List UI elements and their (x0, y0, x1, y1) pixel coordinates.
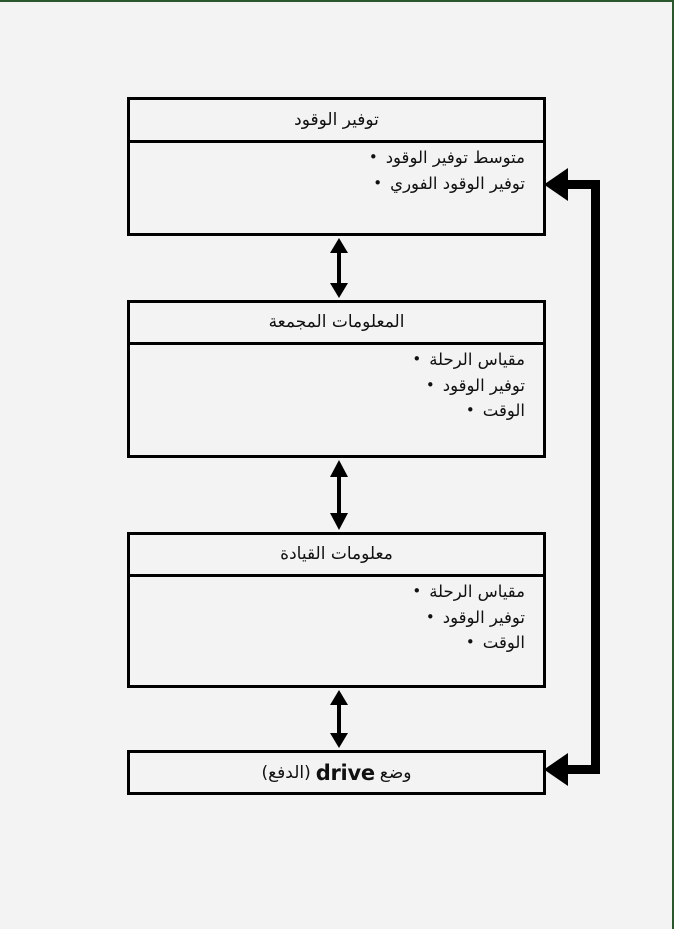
bullet-icon: • (425, 375, 435, 394)
connector-double-arrow-collected-driving (328, 460, 350, 530)
list-item-label: مقياس الرحلة (429, 350, 525, 369)
list-item-label: الوقت (482, 633, 525, 652)
list-item: الوقت • (140, 633, 525, 652)
node-collected-info-header: المعلومات المجمعة (130, 303, 543, 345)
node-fuel-saving-body: متوسط توفير الوقود• توفير الوقود الفوري• (130, 143, 543, 236)
node-driving-info-body: مقياس الرحلة • توفير الوقود • الوقت • (130, 577, 543, 688)
list-item: توفير الوقود الفوري • (140, 173, 525, 193)
list-item: توفير الوقود • (140, 375, 525, 395)
drive-mode-suffix: (الدفع) (261, 762, 311, 783)
fuel-saving-item-list: متوسط توفير الوقود• توفير الوقود الفوري• (140, 148, 525, 193)
node-driving-info: معلومات القيادة مقياس الرحلة • توفير الوق… (127, 532, 546, 688)
connector-double-arrow-driving-drivemode (328, 690, 350, 748)
list-item-label: توفير الوقود (442, 607, 525, 627)
list-item: توفير الوقود • (140, 607, 525, 627)
list-item-label: توفير الوقود (442, 375, 525, 395)
bullet-icon: • (465, 633, 475, 651)
bullet-icon: • (373, 173, 383, 192)
list-item-label: مقياس الرحلة (429, 582, 525, 601)
bullet-icon: • (412, 582, 422, 600)
node-driving-info-header: معلومات القيادة (130, 535, 543, 577)
list-item: متوسط توفير الوقود • (140, 148, 525, 167)
bullet-icon: • (368, 148, 378, 166)
list-item: مقياس الرحلة • (140, 582, 525, 601)
node-fuel-saving: توفير الوقود متوسط توفير الوقود• توفير ا… (127, 97, 546, 236)
list-item-label: الوقت (482, 401, 525, 420)
bullet-icon: • (425, 607, 435, 626)
drive-mode-latin-word: drive (315, 760, 375, 785)
list-item: مقياس الرحلة • (140, 350, 525, 369)
list-item-label: توفير الوقود الفوري (390, 173, 525, 193)
bullet-icon: • (465, 401, 475, 419)
collected-info-item-list: مقياس الرحلة • توفير الوقود • الوقت • (140, 350, 525, 420)
node-fuel-saving-header: توفير الوقود (130, 100, 543, 143)
driving-info-item-list: مقياس الرحلة • توفير الوقود • الوقت • (140, 582, 525, 652)
node-collected-info: المعلومات المجمعة مقياس الرحلة • توفير ال… (127, 300, 546, 458)
connector-feedback-loop (540, 162, 620, 792)
node-collected-info-body: مقياس الرحلة • توفير الوقود • الوقت • (130, 345, 543, 458)
list-item-label: متوسط توفير الوقود (385, 148, 525, 167)
drive-mode-prefix: وضع (379, 762, 412, 783)
list-item: الوقت • (140, 401, 525, 420)
bullet-icon: • (412, 350, 422, 368)
connector-double-arrow-fuel-collected (328, 238, 350, 298)
